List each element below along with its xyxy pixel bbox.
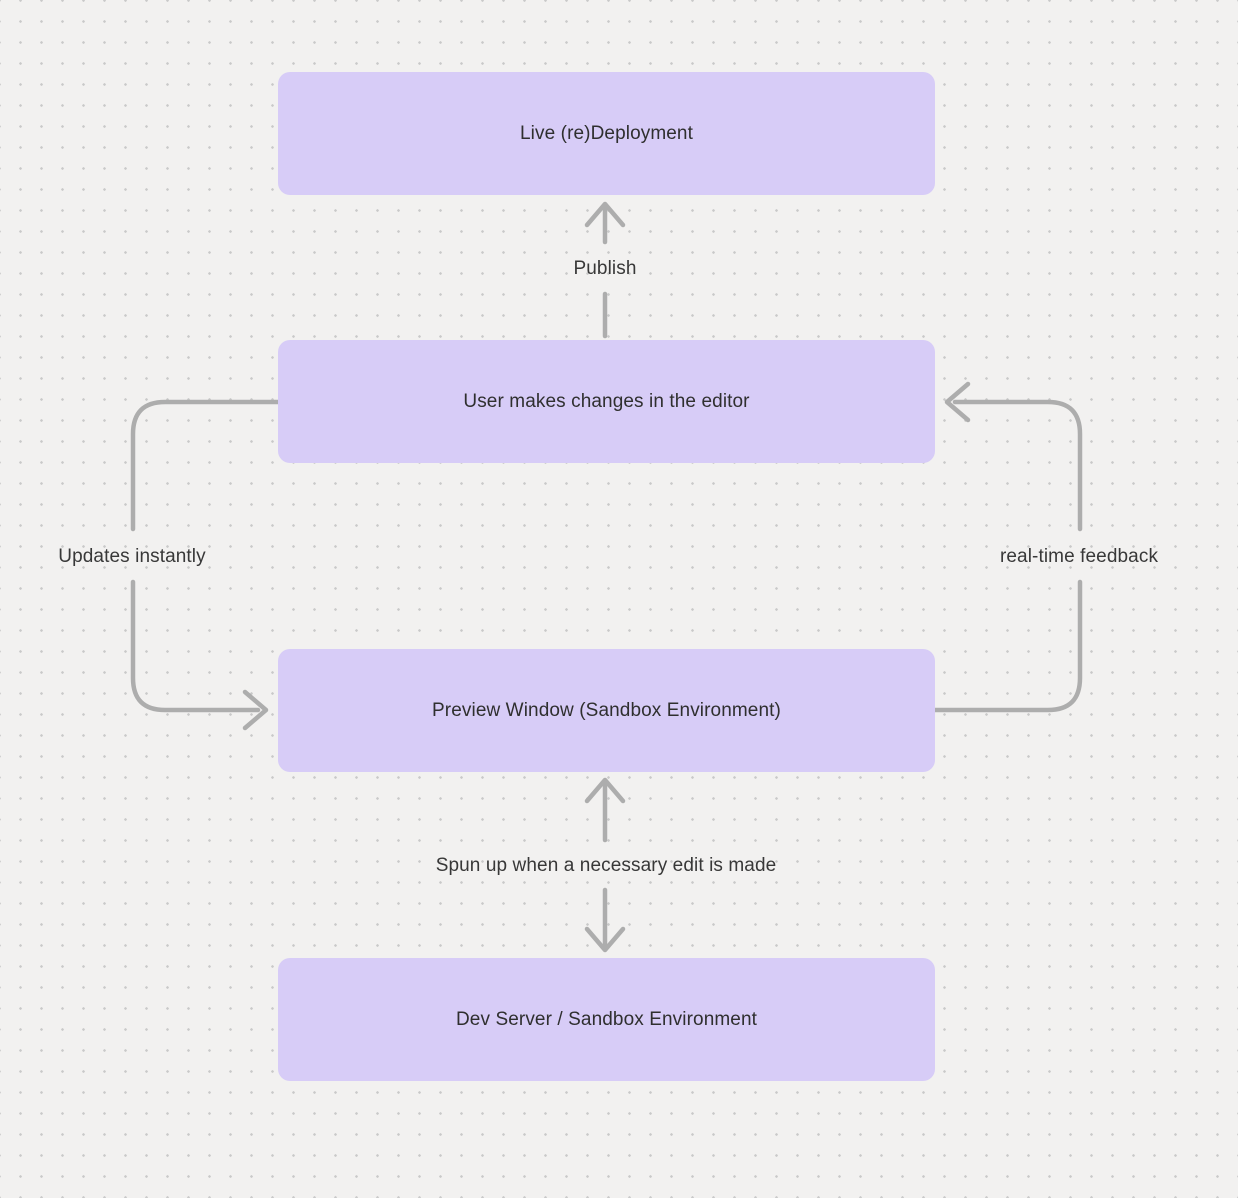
edge-label-publish: Publish: [573, 258, 637, 279]
node-live-redeployment-label: Live (re)Deployment: [520, 122, 693, 144]
node-dev-server-label: Dev Server / Sandbox Environment: [455, 1008, 757, 1030]
node-preview-window-label: Preview Window (Sandbox Environment): [432, 699, 781, 721]
node-dev-server[interactable]: Dev Server / Sandbox Environment: [278, 958, 935, 1081]
edge-label-real-time-feedback: real-time feedback: [999, 546, 1159, 567]
edge-updates-instantly-arrow: [130, 399, 281, 731]
edge-label-spun-up: Spun up when a necessary edit is made: [435, 855, 777, 876]
edge-spun-up-arrow: [584, 777, 626, 953]
node-user-makes-changes-label: User makes changes in the editor: [463, 390, 750, 412]
node-preview-window[interactable]: Preview Window (Sandbox Environment): [278, 649, 935, 772]
edge-label-updates-instantly: Updates instantly: [58, 546, 206, 567]
node-user-makes-changes[interactable]: User makes changes in the editor: [278, 340, 935, 463]
edge-publish-arrow: [584, 201, 626, 339]
edge-real-time-feedback-arrow: [932, 381, 1083, 713]
node-live-redeployment[interactable]: Live (re)Deployment: [278, 72, 935, 195]
